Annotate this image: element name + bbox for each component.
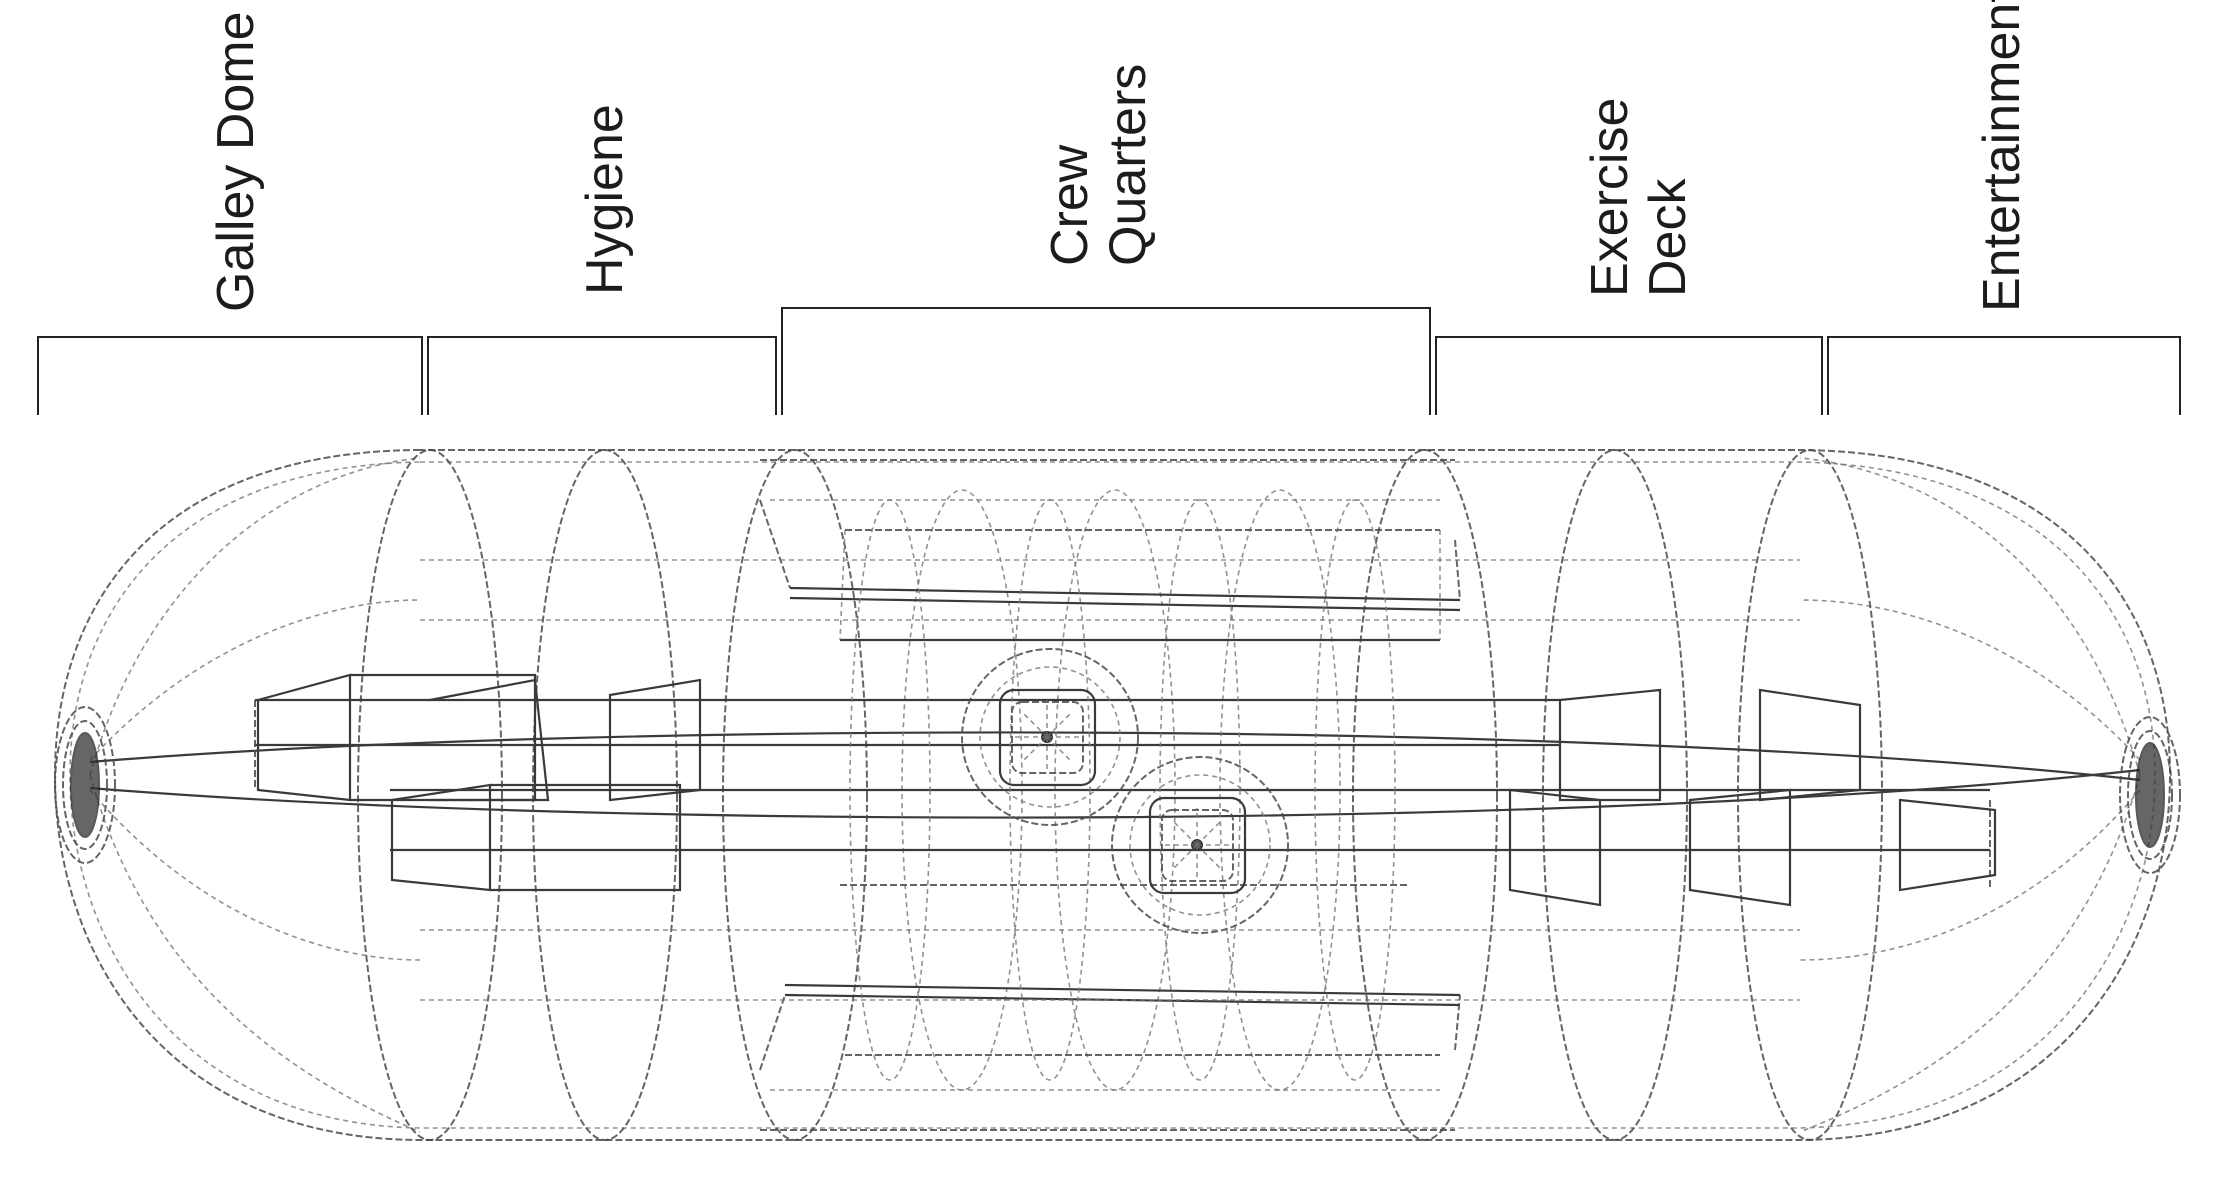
central-axis <box>89 731 2141 782</box>
hatch-left <box>54 706 116 864</box>
bracket-galley-dome <box>37 336 423 415</box>
label-exercise-deck-line2: Deck <box>1639 178 1697 297</box>
label-exercise-deck-line1: Exercise <box>1581 98 1639 297</box>
central-axis <box>89 768 2141 819</box>
dome-meridian <box>89 789 421 961</box>
bracket-entertainment <box>1827 336 2181 415</box>
hull-stringers <box>420 559 1800 1001</box>
dome-meridian <box>1799 774 2141 1133</box>
port-lower <box>1111 756 1289 934</box>
dome-meridian <box>1799 457 2141 776</box>
crew-quarters-cylinder <box>760 459 1455 1131</box>
label-crew-quarters-line2: Quarters <box>1099 64 1157 266</box>
hull-outline-inner <box>69 461 2156 1129</box>
port-upper <box>961 648 1139 826</box>
bulkhead-rings <box>357 449 1883 1141</box>
tunnel-beams <box>254 698 1991 890</box>
dome-meridian <box>89 774 421 1133</box>
label-crew-quarters-line1: Crew <box>1041 144 1099 266</box>
label-entertainment: Entertainment <box>1973 0 2031 312</box>
cone-fittings-right <box>1508 688 1997 907</box>
hull-outline <box>53 449 2172 1141</box>
dome-meridian <box>1799 789 2141 961</box>
bracket-hygiene <box>427 336 777 415</box>
upper-berths <box>759 499 1461 642</box>
dome-meridian <box>89 457 421 776</box>
cone-fittings-left <box>256 673 702 892</box>
habitat-wireframe <box>53 449 2181 1141</box>
hatch-right <box>2119 716 2181 874</box>
dome-meridian <box>1799 599 2141 761</box>
bracket-crew-quarters <box>781 307 1431 415</box>
crew-quarters-inner-rings <box>849 499 1396 1081</box>
lower-berths <box>759 884 1461 1071</box>
label-hygiene: Hygiene <box>576 104 634 295</box>
label-galley-dome: Galley Dome <box>207 11 265 312</box>
section-labels: Galley Dome Hygiene Crew Quarters Exerci… <box>207 0 2031 312</box>
bracket-exercise-deck <box>1435 336 1823 415</box>
section-brackets <box>37 307 2181 415</box>
